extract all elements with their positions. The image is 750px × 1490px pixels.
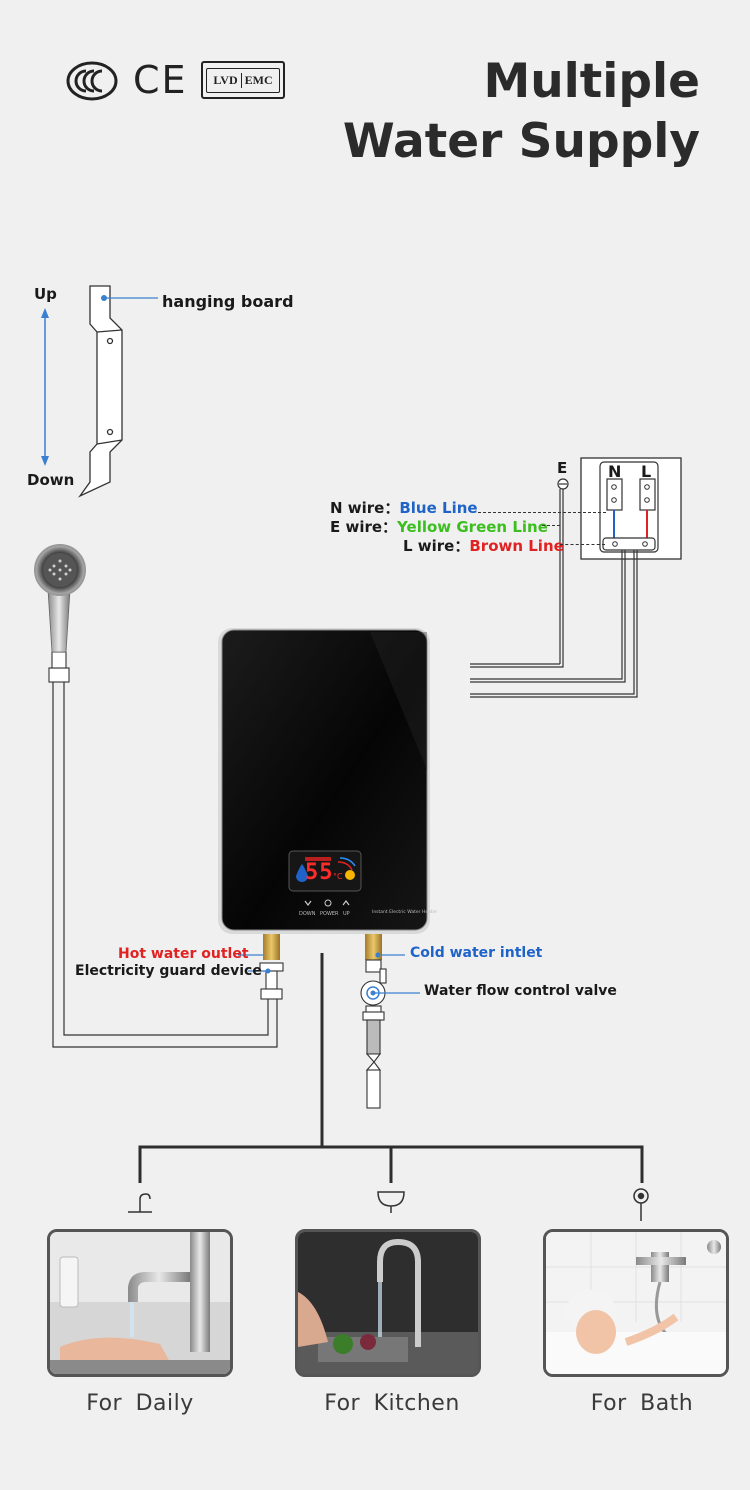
e-terminal-label: E — [557, 459, 568, 477]
shower-icon — [633, 1188, 649, 1221]
cold-water-inlet-label: Cold water intlet — [410, 945, 543, 961]
up-label: Up — [34, 285, 57, 303]
n-wire-leader — [478, 512, 606, 513]
temperature-unit: °C — [333, 872, 343, 881]
lvd-label: LVD — [213, 72, 238, 87]
power-wires — [470, 489, 638, 698]
e-wire-label: E wire： — [330, 518, 398, 536]
electricity-guard-label: Electricity guard device — [75, 963, 262, 979]
faucet-icon — [128, 1193, 152, 1213]
up-button-icon[interactable] — [342, 900, 350, 906]
water-flow-control-valve — [360, 959, 387, 1109]
sink-icon — [377, 1191, 405, 1213]
up-button-label: UP — [343, 911, 350, 917]
power-button-icon[interactable] — [324, 899, 332, 907]
distribution-pipes — [138, 953, 644, 1183]
shower-head-icon — [34, 544, 86, 683]
ccc-mark-icon — [66, 61, 118, 101]
e-wire-leader — [542, 525, 560, 526]
heater-brand-text: Instant Electric Water Heater — [372, 910, 438, 915]
hot-water-outlet-label: Hot water outlet — [118, 946, 249, 962]
n-terminal-label: N — [608, 462, 622, 481]
kitchen-use-photo — [295, 1229, 481, 1377]
ce-mark: CE — [133, 58, 188, 102]
power-button-label: POWER — [320, 911, 339, 917]
daily-use-photo — [47, 1229, 233, 1377]
hot-outlet-fitting — [263, 934, 280, 960]
electricity-guard-device — [259, 962, 284, 1000]
emc-label: EMC — [240, 72, 276, 88]
l-wire-leader — [560, 544, 605, 545]
temperature-display: 55 — [305, 860, 334, 885]
down-button-icon[interactable] — [304, 900, 312, 906]
heating-icon — [345, 870, 355, 880]
water-flow-valve-label: Water flow control valve — [424, 983, 617, 999]
use-daily-caption: For Daily — [86, 1391, 194, 1416]
l-wire-row: L wire：Brown Line — [403, 535, 564, 556]
e-wire-value: Yellow Green Line — [397, 518, 548, 536]
n-wire-row: N wire：Blue Line — [330, 497, 478, 518]
page-title-line2: Water Supply — [342, 114, 700, 169]
down-label: Down — [27, 471, 75, 489]
e-wire-row: E wire：Yellow Green Line — [330, 516, 548, 537]
use-bath-caption: For Bath — [590, 1391, 694, 1416]
l-wire-label: L wire： — [403, 537, 470, 555]
l-wire-value: Brown Line — [469, 537, 564, 555]
hanging-board-label: hanging board — [162, 292, 294, 311]
n-wire-value: Blue Line — [399, 499, 478, 517]
l-terminal-label: L — [641, 462, 652, 481]
water-drop-icon — [296, 864, 308, 882]
page-title-line1: Multiple — [483, 54, 700, 109]
hanging-board-icon — [78, 285, 123, 498]
bath-use-photo — [543, 1229, 729, 1377]
water-heater-unit — [218, 628, 430, 934]
lvd-emc-mark: LVD EMC — [201, 61, 285, 99]
up-down-arrow-icon — [41, 308, 49, 466]
junction-box — [580, 457, 682, 560]
use-kitchen-caption: For Kitchen — [324, 1391, 460, 1416]
n-wire-label: N wire： — [330, 499, 400, 517]
down-button-label: DOWN — [299, 911, 316, 917]
shower-hose — [52, 682, 278, 1048]
